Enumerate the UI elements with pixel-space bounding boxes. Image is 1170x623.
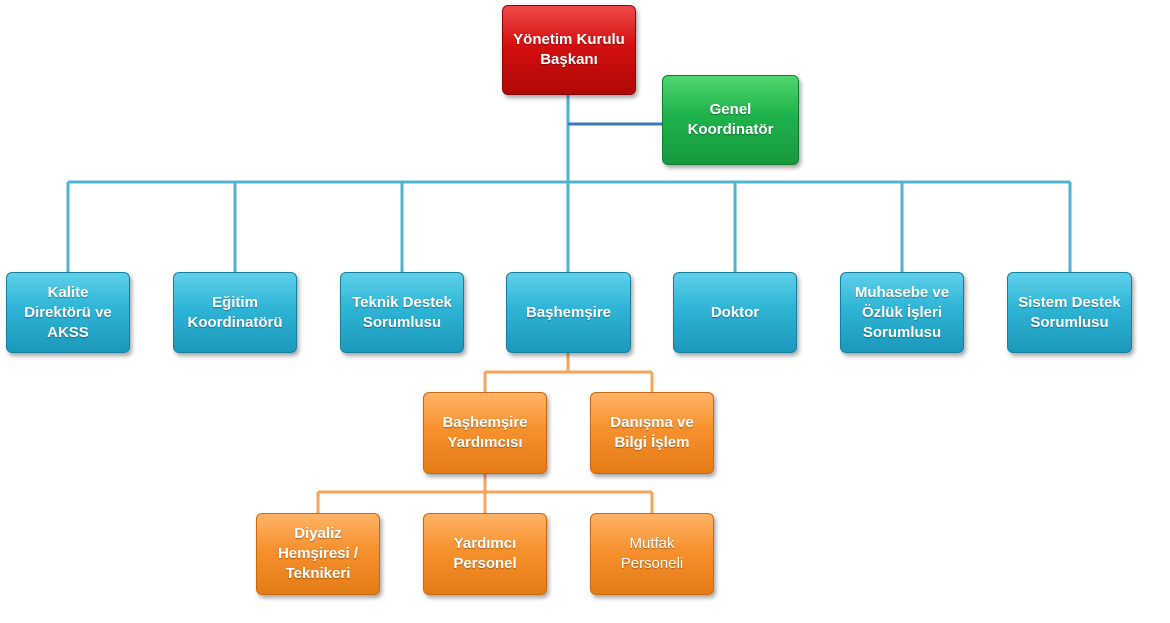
- node-label: Teknik Destek Sorumlusu: [352, 293, 452, 331]
- node-kalite-direktoru: Kalite Direktörü ve AKSS: [6, 272, 130, 353]
- node-sistem-destek: Sistem Destek Sorumlusu: [1007, 272, 1132, 353]
- node-label: Sistem Destek Sorumlusu: [1018, 293, 1121, 331]
- node-label: Kalite Direktörü ve AKSS: [24, 283, 112, 341]
- node-yonetim-kurulu-baskani: Yönetim Kurulu Başkanı: [502, 5, 636, 95]
- node-label: Başhemşire: [525, 303, 612, 321]
- node-mutfak-personeli: Mutfak Personeli: [590, 513, 714, 595]
- node-genel-koordinator: Genel Koordinatör: [662, 75, 799, 165]
- node-danisma-bilgi-islem: Danışma ve Bilgi İşlem: [590, 392, 714, 474]
- node-label: Yönetim Kurulu Başkanı: [513, 31, 625, 68]
- node-egitim-koordinatoru: Eğitim Koordinatörü: [173, 272, 297, 353]
- node-label: Muhasebe ve Özlük İşleri Sorumlusu: [854, 283, 950, 341]
- node-bashemsire-yardimcisi: Başhemşire Yardımcısı: [423, 392, 547, 474]
- node-label: Danışma ve Bilgi İşlem: [610, 414, 694, 451]
- node-teknik-destek: Teknik Destek Sorumlusu: [340, 272, 464, 353]
- node-bashemsire: Başhemşire: [506, 272, 631, 353]
- node-diyaliz-hemsiresi: Diyaliz Hemşiresi / Teknikeri: [256, 513, 380, 595]
- node-label: Eğitim Koordinatörü: [187, 293, 283, 331]
- node-doktor: Doktor: [673, 272, 797, 353]
- node-label: Başhemşire Yardımcısı: [442, 414, 528, 451]
- node-label: Diyaliz Hemşiresi / Teknikeri: [277, 525, 359, 582]
- node-muhasebe-ozluk: Muhasebe ve Özlük İşleri Sorumlusu: [840, 272, 964, 353]
- node-yardimci-personel: Yardımcı Personel: [423, 513, 547, 595]
- node-label: Doktor: [710, 303, 760, 321]
- node-label: Yardımcı Personel: [453, 535, 517, 572]
- node-label: Mutfak Personeli: [620, 535, 684, 572]
- node-label: Genel Koordinatör: [687, 101, 774, 138]
